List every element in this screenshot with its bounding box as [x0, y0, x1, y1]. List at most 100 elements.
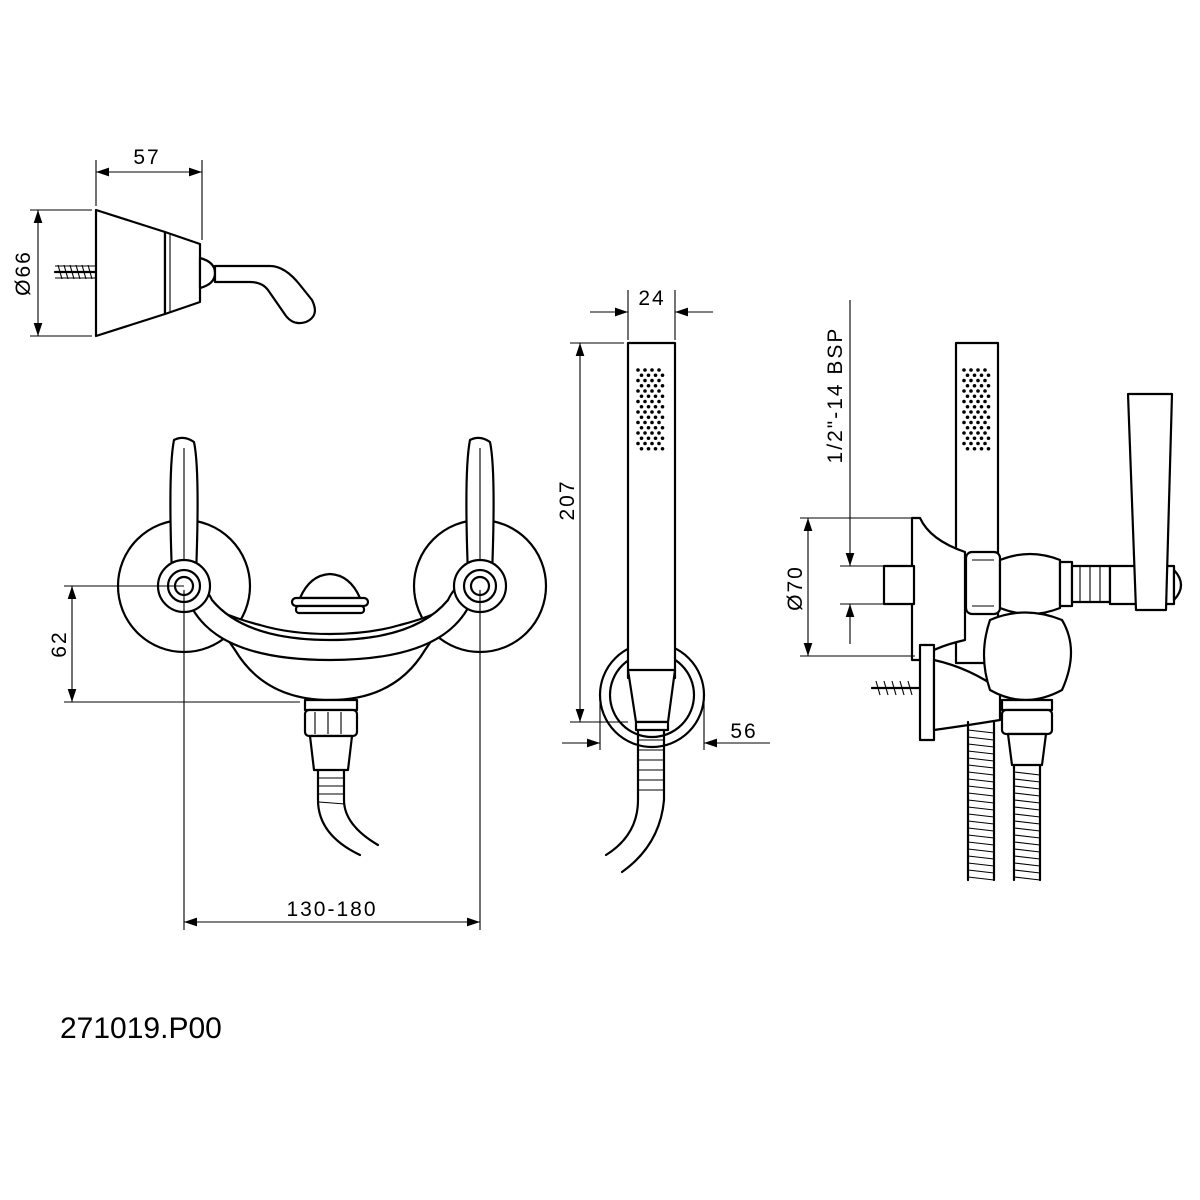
hose-coil: [967, 799, 995, 804]
nozzle-dot: [650, 410, 654, 414]
nozzle-dot: [646, 383, 651, 388]
nozzle-dot: [646, 394, 651, 399]
nozzle-dot: [972, 415, 977, 420]
hose-coil: [1013, 876, 1041, 881]
nozzle-dot: [636, 399, 640, 404]
nozzle-dot: [986, 436, 991, 441]
nozzle-dot: [650, 378, 654, 383]
nozzle-dot: [965, 383, 970, 388]
nozzle-dot: [639, 425, 644, 430]
nozzle-dot: [646, 404, 651, 409]
product-code: 271019.P00: [60, 1012, 222, 1045]
nozzle-dot: [976, 431, 980, 435]
nozzle-dot: [986, 394, 991, 399]
nozzle-dot: [643, 368, 647, 372]
nozzle-dot: [660, 373, 665, 378]
nozzle-dot: [657, 389, 661, 393]
connection-thread-label: 1/2"-14 BSP: [824, 327, 847, 464]
nozzle-dot: [660, 425, 665, 430]
nozzle-dot: [965, 394, 970, 399]
nozzle-dot: [646, 415, 651, 420]
nozzle-dot: [660, 383, 665, 388]
nozzle-dot: [639, 436, 644, 441]
nozzle-dot: [962, 441, 966, 446]
nozzle-dot: [976, 420, 980, 425]
wall-holder-view: 57 Ø66: [12, 146, 317, 338]
spray-nozzles-side: [962, 368, 991, 451]
nozzle-dot: [969, 410, 973, 414]
nozzle-dot: [653, 436, 658, 441]
nozzle-dot: [972, 394, 977, 399]
nozzle-dot: [643, 399, 647, 404]
nozzle-dot: [983, 368, 987, 372]
nozzle-dot: [979, 404, 984, 409]
nozzle-dot: [660, 446, 665, 451]
nozzle-dot: [650, 431, 654, 435]
nozzle-dot: [986, 383, 991, 388]
nozzle-dot: [643, 441, 647, 446]
hose-coil: [967, 729, 995, 734]
nozzle-dot: [962, 431, 966, 435]
nozzle-dot: [976, 378, 980, 383]
hose-coil: [1013, 799, 1041, 804]
wall-holder-diameter-label: Ø66: [12, 250, 35, 296]
nozzle-dot: [653, 383, 658, 388]
hose-coil: [967, 834, 995, 839]
nozzle-dot: [639, 415, 644, 420]
nozzle-dot: [653, 415, 658, 420]
centre-height-label: 62: [48, 630, 71, 657]
hose-coil: [967, 820, 995, 825]
hose-coil: [1013, 820, 1041, 825]
nozzle-dot: [969, 431, 973, 435]
hose-coil: [1013, 813, 1041, 818]
nozzle-dot: [639, 446, 644, 451]
hose-coil: [967, 841, 995, 846]
nozzle-dot: [646, 425, 651, 430]
nozzle-dot: [962, 410, 966, 414]
nozzle-dot: [979, 373, 984, 378]
hose-coil: [1013, 785, 1041, 790]
hose-coil: [967, 771, 995, 776]
nozzle-dot: [657, 399, 661, 404]
hose-coil: [967, 848, 995, 853]
nozzle-dot: [965, 404, 970, 409]
nozzle-dot: [636, 441, 640, 446]
hose-coil: [1013, 806, 1041, 811]
nozzle-dot: [643, 378, 647, 383]
centre-distance-label: 130-180: [286, 898, 377, 921]
nozzle-dot: [969, 420, 973, 425]
hose-coil: [967, 806, 995, 811]
nozzle-dot: [653, 425, 658, 430]
nozzle-dot: [962, 368, 966, 372]
hose-coil: [1013, 792, 1041, 797]
nozzle-dot: [650, 399, 654, 404]
nozzle-dot: [983, 420, 987, 425]
hose-coil: [1013, 862, 1041, 867]
nozzle-dot: [962, 389, 966, 393]
nozzle-dot: [639, 383, 644, 388]
nozzle-dot: [976, 389, 980, 393]
nozzle-dot: [657, 378, 661, 383]
nozzle-dot: [986, 404, 991, 409]
nozzle-dot: [983, 399, 987, 404]
hose-coil: [967, 743, 995, 748]
bracket-depth-label: 56: [730, 720, 757, 743]
mixer-front-view: 62 130-180: [48, 436, 548, 930]
nozzle-dot: [643, 389, 647, 393]
nozzle-dot: [979, 415, 984, 420]
nozzle-dot: [646, 446, 651, 451]
hose-coils: [967, 729, 1041, 881]
nozzle-dot: [969, 368, 973, 372]
nozzle-dot: [639, 373, 644, 378]
nozzle-dot: [979, 425, 984, 430]
nozzle-dot: [965, 425, 970, 430]
hose-coil: [1013, 869, 1041, 874]
nozzle-dot: [657, 441, 661, 446]
handshower-view: 24 207 56: [556, 287, 770, 874]
hose-coil: [967, 869, 995, 874]
nozzle-dot: [636, 431, 640, 435]
nozzle-dot: [639, 404, 644, 409]
nozzle-dot: [969, 441, 973, 446]
nozzle-dot: [646, 373, 651, 378]
hose-coil: [1013, 778, 1041, 783]
